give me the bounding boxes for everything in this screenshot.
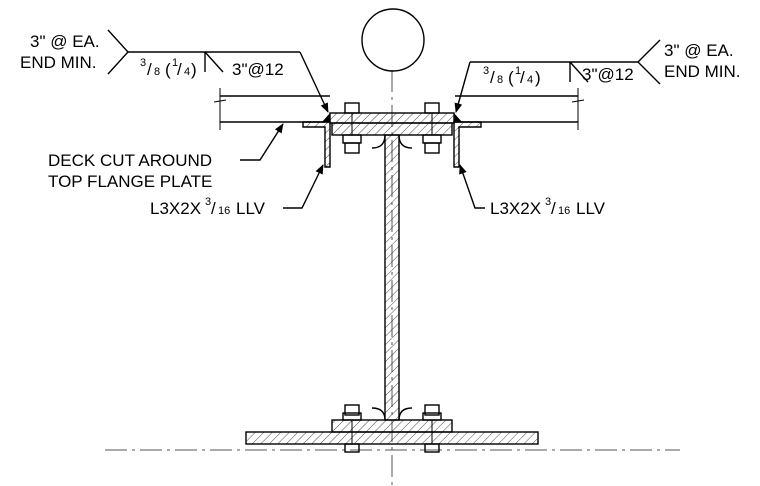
weld-right-size-den: 8 (497, 74, 503, 86)
weld-left-pitch: 3"@12 (232, 60, 284, 79)
angle-right-den: 16 (558, 205, 570, 217)
angle-right-slash: / (551, 199, 556, 218)
angle-left-num: 3 (205, 196, 211, 208)
weld-right (454, 113, 462, 122)
angle-right (453, 121, 482, 168)
deck-note-line1: DECK CUT AROUND (48, 151, 212, 170)
weld-right-size-num: 3 (483, 65, 489, 77)
weld-left-size-den: 8 (154, 66, 160, 78)
deck-note: DECK CUT AROUND TOP FLANGE PLATE (48, 123, 284, 191)
weld-right-paren-num: 1 (515, 65, 521, 77)
grid-bubble (361, 8, 425, 72)
top-flange-plate (329, 112, 455, 124)
weld-left (322, 113, 330, 122)
angle-label-right: L3X2X 3 / 16 LLV (459, 164, 606, 218)
weld-right-tail-line1: 3" @ EA. (664, 41, 734, 60)
weld-right-tail-line2: END MIN. (664, 62, 741, 81)
beam-web (384, 134, 400, 421)
weld-right-paren-slash: / (520, 68, 525, 87)
bolt-bottom-right (422, 404, 442, 453)
weld-right-size-slash: / (490, 68, 495, 87)
angle-left-suffix: LLV (236, 199, 266, 218)
beam-top-flange (331, 122, 453, 136)
bolt-top-right (422, 102, 442, 154)
deck-note-line2: TOP FLANGE PLATE (48, 172, 212, 191)
weld-left-tail-line2: END MIN. (20, 53, 97, 72)
angle-label-left: L3X2X 3 / 16 LLV (150, 164, 324, 218)
beam-bottom-flange (331, 419, 453, 433)
weld-left-paren-slash: / (177, 60, 182, 79)
weld-left-paren-open: ( (165, 60, 171, 79)
weld-symbol-left: 3" @ EA. END MIN. 3 / 8 ( 1 / 4 ) 3"@12 (20, 29, 329, 113)
angle-left-den: 16 (218, 205, 230, 217)
angle-right-prefix: L3X2X (490, 199, 541, 218)
weld-right-paren-den: 4 (527, 74, 533, 86)
weld-left-paren-den: 4 (184, 66, 190, 78)
angle-left (302, 121, 331, 168)
weld-left-paren-num: 1 (172, 57, 178, 69)
base-plate (245, 431, 539, 445)
angle-left-prefix: L3X2X (150, 199, 201, 218)
weld-right-paren-close: ) (535, 68, 541, 87)
angle-right-num: 3 (545, 196, 551, 208)
angle-left-slash: / (211, 199, 216, 218)
bolt-bottom-left (342, 404, 362, 453)
bolt-top-left (342, 102, 362, 154)
weld-left-tail-line1: 3" @ EA. (30, 32, 100, 51)
weld-right-paren-open: ( (508, 68, 514, 87)
angle-right-suffix: LLV (576, 199, 606, 218)
weld-symbol-right: 3" @ EA. END MIN. 3 / 8 ( 1 / 4 ) 3"@12 (454, 39, 741, 113)
weld-right-pitch: 3"@12 (582, 65, 634, 84)
weld-left-paren-close: ) (191, 60, 197, 79)
weld-left-size-slash: / (147, 60, 152, 79)
weld-left-size-num: 3 (140, 57, 146, 69)
